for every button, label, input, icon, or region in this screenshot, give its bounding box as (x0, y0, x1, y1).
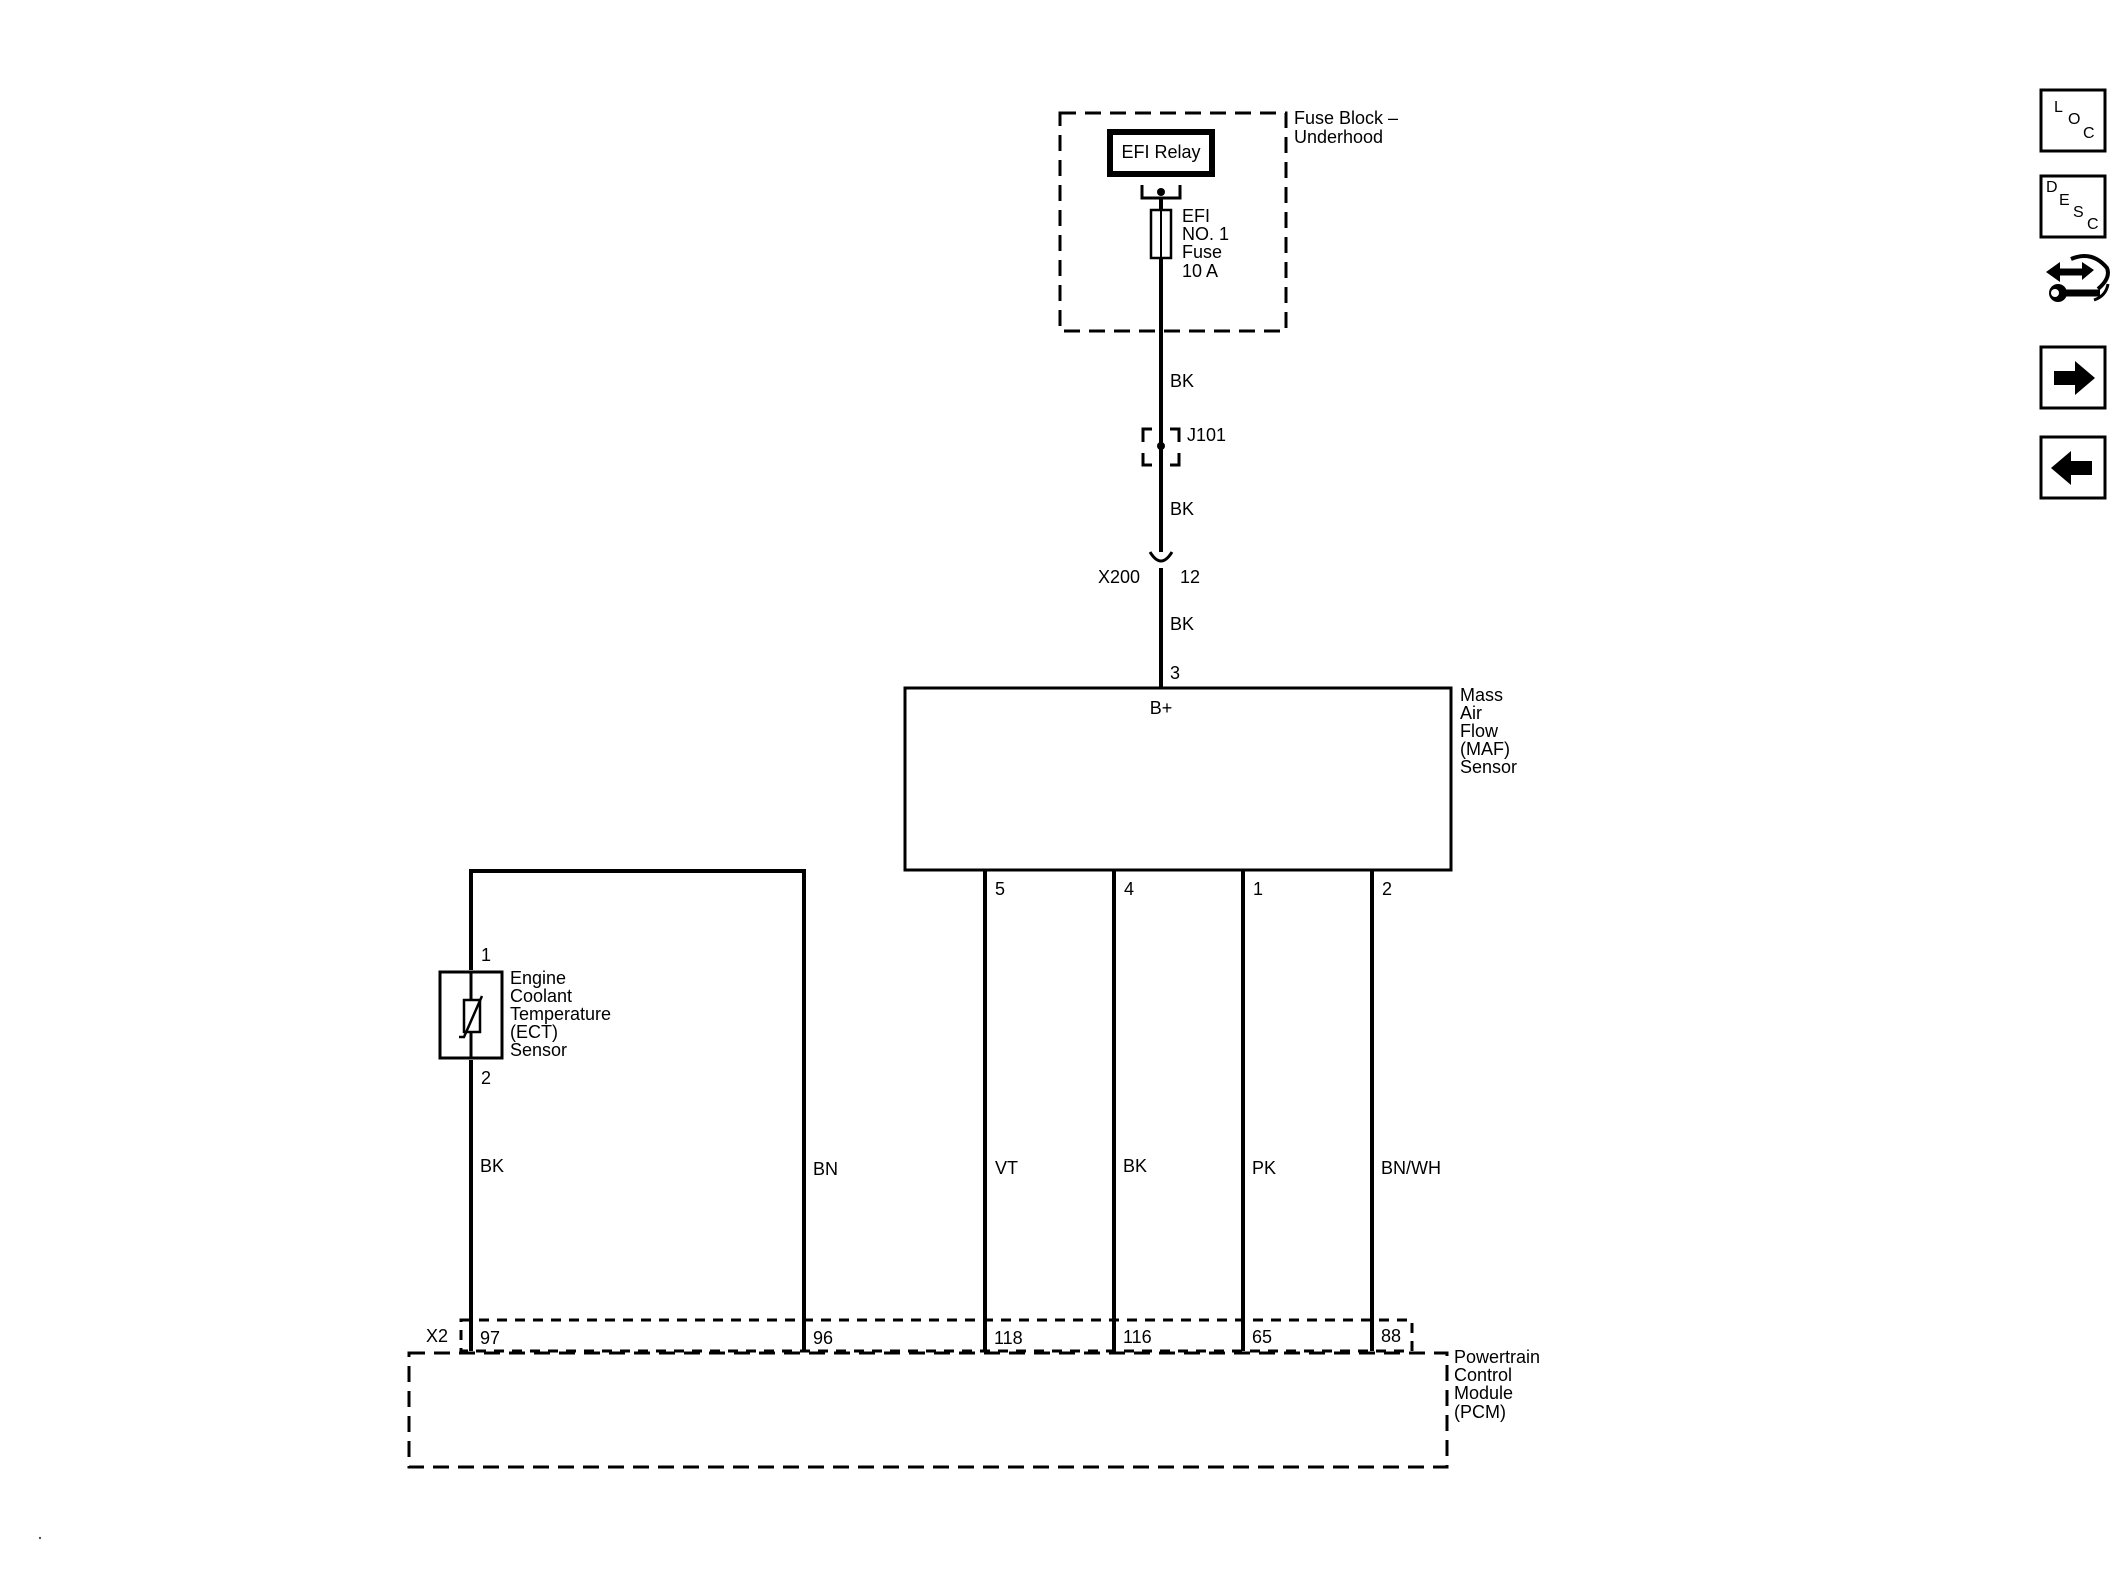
diagnostic-repair-button[interactable] (2046, 254, 2110, 302)
wire-color-vt: VT (995, 1158, 1018, 1178)
previous-page-button[interactable] (2039, 435, 2107, 500)
left-arrow-icon (2051, 451, 2092, 485)
maf-pin-4: 4 (1124, 879, 1134, 899)
ect-name-line2: Coolant (510, 986, 572, 1006)
fuse-block-underhood: Fuse Block – Underhood EFI Relay EFI NO.… (1058, 108, 1398, 333)
pcm-pin-118: 118 (994, 1328, 1023, 1348)
pcm-name-line3: Module (1454, 1383, 1513, 1403)
maf-name-line2: Air (1460, 703, 1482, 723)
pcm: X2 97 96 118 116 65 88 Powertrain Contro… (407, 1318, 1540, 1469)
ect-name-line5: Sensor (510, 1040, 567, 1060)
stray-dot (38, 1536, 42, 1540)
maf-power-pin: 3 (1170, 663, 1180, 683)
j101-splice-outline (1141, 427, 1181, 467)
fuse-block-outline (1058, 111, 1288, 333)
wire-color-bnwh: BN/WH (1381, 1158, 1441, 1178)
ect-circuit: 1 Engine Coolant Temperature (ECT) Senso… (438, 869, 838, 1351)
ect-pin-1: 1 (481, 945, 491, 965)
wire-color-pk: PK (1252, 1158, 1276, 1178)
arrows-wrench-icon (2046, 254, 2110, 302)
pcm-name-line4: (PCM) (1454, 1402, 1506, 1422)
pcm-pin-65: 65 (1252, 1327, 1272, 1347)
next-page-button[interactable] (2039, 345, 2107, 410)
ect-name-line1: Engine (510, 968, 566, 988)
pcm-name-line1: Powertrain (1454, 1347, 1540, 1367)
maf-name-line4: (MAF) (1460, 739, 1510, 759)
description-icon (2039, 174, 2107, 239)
pcm-outline (407, 1351, 1449, 1469)
pcm-name-line2: Control (1454, 1365, 1512, 1385)
description-button[interactable]: D E S C (2039, 174, 2107, 239)
efi-relay-label: EFI Relay (1121, 142, 1200, 162)
fuse-label-line4: 10 A (1182, 261, 1218, 281)
loc-letter-c: C (2083, 125, 2095, 142)
ect-pin-2: 2 (481, 1068, 491, 1088)
desc-letter-s: S (2073, 204, 2084, 221)
pcm-connector-x2: X2 (426, 1326, 448, 1346)
fuse-block-title-line1: Fuse Block – (1294, 108, 1398, 128)
pcm-x2-connector-outline (459, 1318, 1414, 1353)
wire-color-bk-maf: BK (1123, 1156, 1147, 1176)
pcm-pin-96: 96 (813, 1328, 833, 1348)
x200-pin: 12 (1180, 567, 1200, 587)
nav-panel: L O C D E S C (2039, 88, 2110, 500)
wire-ect-loop (469, 869, 806, 1351)
maf-name-line1: Mass (1460, 685, 1503, 705)
fuse-label-line1: EFI (1182, 206, 1210, 226)
thermistor-slope (459, 995, 484, 1039)
maf-pin-2: 2 (1382, 879, 1392, 899)
j101-splice-node (1157, 442, 1165, 450)
loc-letter-o: O (2068, 111, 2080, 128)
x200-connector-symbol (1148, 551, 1174, 563)
fuse-label-line3: Fuse (1182, 242, 1222, 262)
fuse-label-line2: NO. 1 (1182, 224, 1229, 244)
pcm-pin-116: 116 (1123, 1327, 1152, 1347)
wire-color-bk-3: BK (1170, 614, 1194, 634)
desc-letter-e: E (2059, 192, 2070, 209)
x200-label: X200 (1098, 567, 1140, 587)
pcm-pin-88: 88 (1381, 1326, 1401, 1346)
wire-color-bk-2: BK (1170, 499, 1194, 519)
efi-relay-box (1107, 129, 1215, 177)
pcm-pin-97: 97 (480, 1328, 500, 1348)
maf-name-line3: Flow (1460, 721, 1499, 741)
wire-color-bk-ect: BK (480, 1156, 504, 1176)
maf-circuits: VT BK PK BN/WH (983, 870, 1441, 1351)
desc-letter-c: C (2087, 216, 2099, 233)
power-feed-circuit: BK J101 BK X200 12 BK 3 (1098, 198, 1226, 688)
maf-name-line5: Sensor (1460, 757, 1517, 777)
loc-letter-l: L (2054, 99, 2063, 116)
wire-color-bn: BN (813, 1159, 838, 1179)
right-arrow-icon (2054, 361, 2095, 395)
maf-pin-5: 5 (995, 879, 1005, 899)
maf-pin-1: 1 (1253, 879, 1263, 899)
maf-sensor-box (903, 686, 1453, 872)
ect-name-line4: (ECT) (510, 1022, 558, 1042)
location-icon (2039, 88, 2107, 153)
maf-sensor: B+ Mass Air Flow (MAF) Sensor 5 4 1 2 (903, 685, 1517, 899)
location-button[interactable]: L O C (2039, 88, 2107, 153)
j101-label: J101 (1187, 425, 1226, 445)
desc-letter-d: D (2046, 179, 2058, 196)
fuse-block-title-line2: Underhood (1294, 127, 1383, 147)
relay-contact-node (1157, 188, 1165, 196)
ect-name-line3: Temperature (510, 1004, 611, 1024)
wire-color-bk-1: BK (1170, 371, 1194, 391)
maf-bplus-label: B+ (1150, 698, 1173, 718)
